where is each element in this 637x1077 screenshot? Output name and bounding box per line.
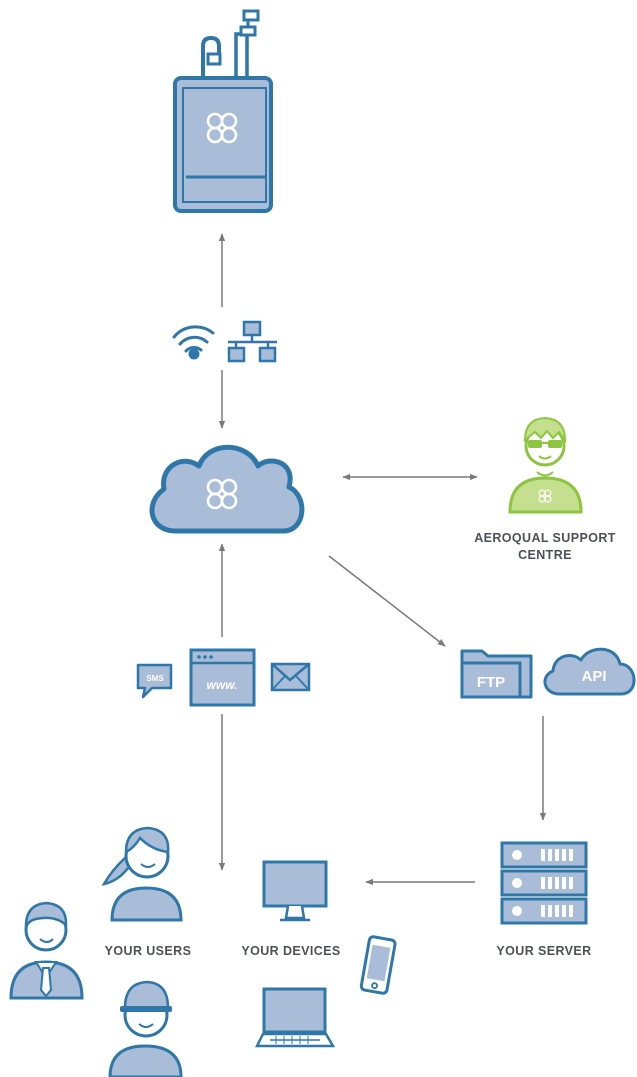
ftp-folder-icon: FTP [460,649,533,699]
user-person-icon [108,980,183,1077]
your-server-label: YOUR SERVER [496,944,592,958]
support-centre-label-line1: AEROQUAL SUPPORT [474,531,616,545]
wifi-icon [172,325,215,360]
smartphone-icon [359,935,397,995]
laptop-icon [254,987,336,1048]
api-icon-text: API [581,668,606,685]
web-browser-icon: www. [189,648,256,707]
support-centre-label-line2: CENTRE [518,548,572,562]
ftp-icon-text: FTP [477,674,505,691]
email-icon [270,662,311,692]
desktop-monitor-icon [262,860,328,922]
your-devices-label: YOUR DEVICES [241,944,341,958]
arrow-cloud-to-ftp [328,555,446,647]
network-icon [227,320,277,363]
api-cloud-icon: API [543,647,636,696]
user-person-icon [101,826,183,922]
web-icon-text: www. [207,678,238,692]
sms-icon-text: SMS [146,674,164,683]
aeroqual-cloud-icon [149,444,305,534]
sms-icon: SMS [136,663,173,699]
connection-arrows [218,233,547,886]
support-centre-label: AEROQUAL SUPPORT CENTRE [455,530,635,564]
user-person-icon [9,901,84,1000]
air-quality-monitor-icon [173,9,273,213]
your-users-label: YOUR USERS [104,944,192,958]
server-rack-icon [500,841,588,925]
support-person-icon [508,416,583,514]
